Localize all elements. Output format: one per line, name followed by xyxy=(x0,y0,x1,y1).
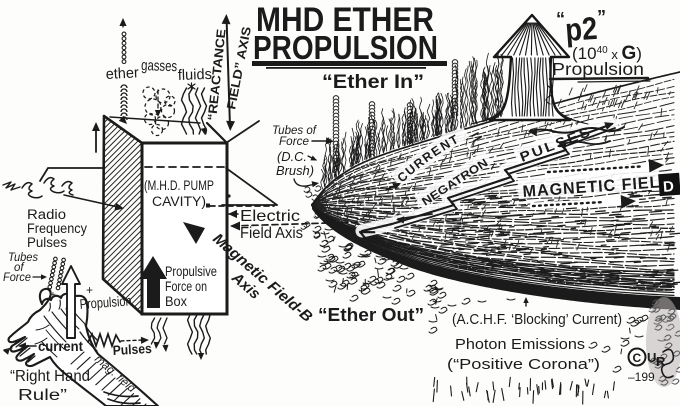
svg-text:+: + xyxy=(86,283,93,297)
svg-text:“: “ xyxy=(556,9,565,29)
svg-text:Tubes: Tubes xyxy=(8,252,38,264)
svg-text:(1040 x G): (1040 x G) xyxy=(572,43,642,64)
svg-text:–199: –199 xyxy=(628,370,655,384)
svg-text:“Ether In”: “Ether In” xyxy=(322,72,424,93)
svg-text:Propulsive: Propulsive xyxy=(165,264,217,279)
svg-text:C: C xyxy=(633,351,642,365)
svg-text:R: R xyxy=(656,354,666,369)
svg-text:Tubes of: Tubes of xyxy=(272,123,318,137)
svg-text:“Ether Out”: “Ether Out” xyxy=(318,305,424,325)
svg-text:CAVITY): CAVITY) xyxy=(152,194,206,209)
svg-text:“Right Hand: “Right Hand xyxy=(10,368,90,385)
svg-text:gasses: gasses xyxy=(141,57,178,75)
svg-text:Rule”: Rule” xyxy=(18,387,67,404)
svg-text:Photon Emissions: Photon Emissions xyxy=(455,336,585,353)
svg-text:Brush): Brush) xyxy=(276,164,314,178)
svg-text:”: ” xyxy=(597,7,606,27)
svg-text:of: of xyxy=(14,262,25,274)
svg-text:current: current xyxy=(38,339,83,354)
svg-text:MHD ETHER: MHD ETHER xyxy=(256,1,434,39)
svg-text:PROPULSION: PROPULSION xyxy=(253,29,438,66)
svg-text:Electric: Electric xyxy=(240,208,300,225)
svg-text:Radio: Radio xyxy=(27,207,66,222)
svg-text:ether: ether xyxy=(105,64,139,83)
svg-text:(A.C.H.F. ‘Blocking’ Current): (A.C.H.F. ‘Blocking’ Current) xyxy=(452,312,622,328)
svg-text:Force on: Force on xyxy=(165,279,207,294)
svg-text:Propulsion: Propulsion xyxy=(79,292,132,312)
svg-text:D: D xyxy=(663,178,675,196)
svg-text:p2: p2 xyxy=(564,10,598,48)
svg-text:+: + xyxy=(50,290,56,301)
svg-text:Box: Box xyxy=(165,294,187,309)
svg-text:(D.C.: (D.C. xyxy=(277,150,307,164)
svg-text:fluids: fluids xyxy=(178,66,213,84)
svg-text:Pulses: Pulses xyxy=(112,341,152,358)
svg-text:Force: Force xyxy=(3,272,31,284)
svg-text:Frequency: Frequency xyxy=(27,221,87,236)
svg-text:Propulsion: Propulsion xyxy=(552,59,644,79)
svg-text:Force: Force xyxy=(279,134,309,148)
svg-text:Field Axis: Field Axis xyxy=(240,225,303,242)
svg-text:(M.H.D. PUMP: (M.H.D. PUMP xyxy=(144,178,214,193)
svg-text:Pulses: Pulses xyxy=(27,235,67,250)
svg-text:U: U xyxy=(647,350,656,365)
svg-text:(“Positive Corona”): (“Positive Corona”) xyxy=(447,356,600,373)
